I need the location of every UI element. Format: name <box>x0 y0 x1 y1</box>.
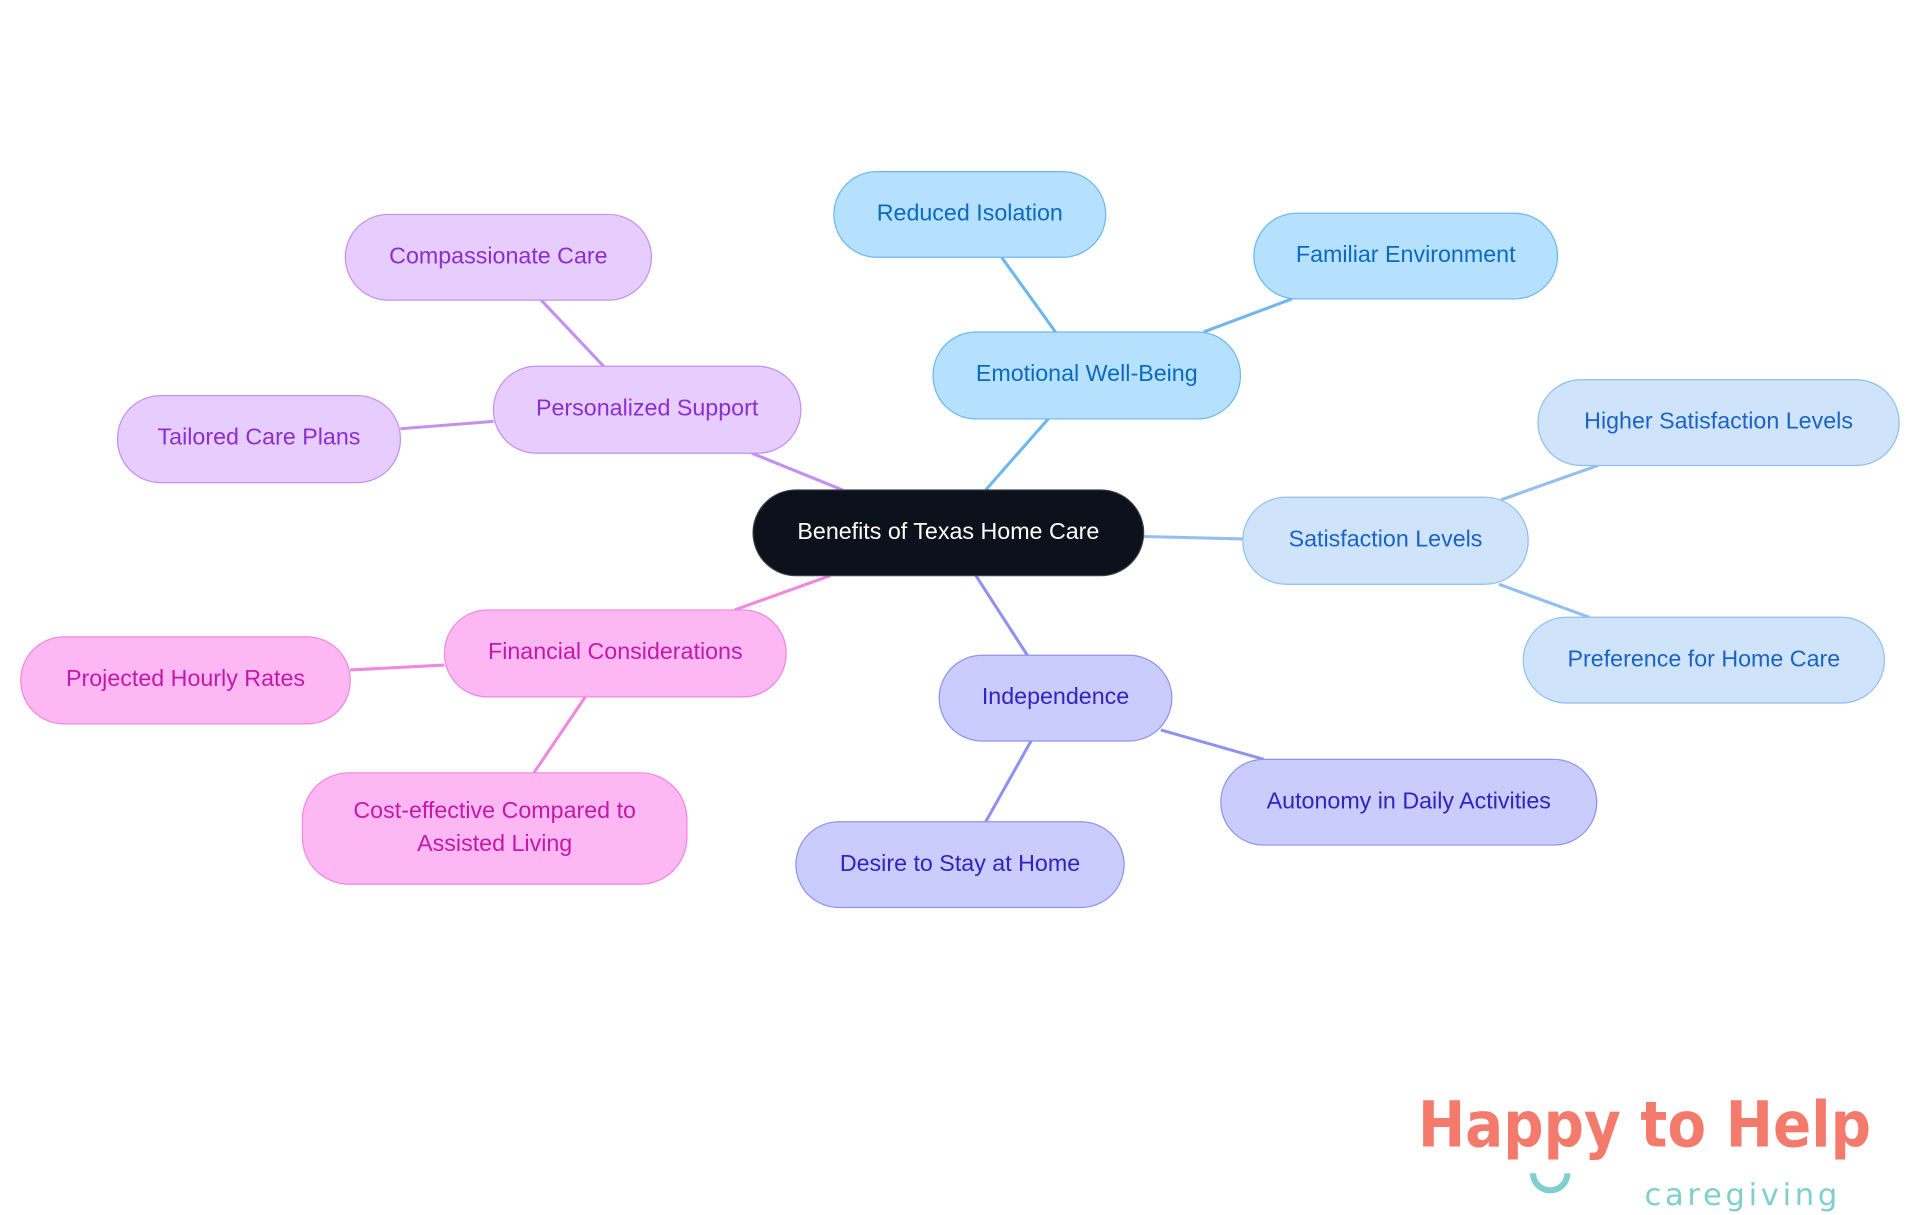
edge-root-financial <box>734 574 831 612</box>
autonomy-label: Autonomy in Daily Activities <box>1267 787 1551 813</box>
node-emotional-well-being[interactable] <box>932 331 1242 420</box>
tailored-care-plans-label: Tailored Care Plans <box>158 424 361 450</box>
preference-home-care-label: Preference for Home Care <box>1568 645 1841 671</box>
edge-root-emotional <box>984 417 1050 491</box>
node-compassionate-care[interactable] <box>344 213 653 301</box>
node-higher-satisfaction-levels[interactable] <box>1537 379 1900 467</box>
node-projected-hourly-rates[interactable] <box>20 636 351 725</box>
edge-independence-autonomy <box>1160 728 1265 761</box>
company-logo: Happy to Help caregiving <box>1418 1088 1871 1213</box>
edge-root-personalized <box>751 451 844 492</box>
higher-satisfaction-label: Higher Satisfaction Levels <box>1584 408 1853 434</box>
cost-effective-label-line1: Cost-effective Compared to <box>353 797 636 823</box>
node-tailored-care-plans[interactable] <box>116 395 402 484</box>
node-satisfaction-levels[interactable] <box>1242 496 1529 585</box>
desire-stay-home-label: Desire to Stay at Home <box>840 850 1080 876</box>
node-desire-stay-at-home[interactable] <box>795 821 1125 909</box>
logo-subtext: caregiving <box>1644 1178 1840 1213</box>
edge-satisfaction-higher <box>1500 464 1599 502</box>
independence-label: Independence <box>982 683 1129 709</box>
node-independence[interactable] <box>938 654 1173 742</box>
personalized-support-label: Personalized Support <box>536 394 759 420</box>
compassionate-care-label: Compassionate Care <box>389 242 607 268</box>
reduced-isolation-label: Reduced Isolation <box>877 200 1063 226</box>
edge-financial-cost <box>532 696 587 774</box>
cost-effective-label-line2: Assisted Living <box>417 830 572 856</box>
edge-personalized-compassionate <box>540 299 605 368</box>
root-label: Benefits of Texas Home Care <box>797 518 1099 544</box>
edge-satisfaction-preference <box>1498 582 1590 619</box>
node-personalized-support[interactable] <box>492 365 802 454</box>
projected-hourly-rates-label: Projected Hourly Rates <box>66 665 305 691</box>
smile-icon <box>1530 1172 1571 1194</box>
satisfaction-levels-label: Satisfaction Levels <box>1289 525 1483 551</box>
edge-personalized-tailored <box>400 419 494 431</box>
node-autonomy-daily-activities[interactable] <box>1220 758 1598 846</box>
node-preference-for-home-care[interactable] <box>1522 616 1886 704</box>
edge-emotional-reduced <box>1000 256 1057 333</box>
node-reduced-isolation[interactable] <box>833 170 1107 258</box>
node-familiar-environment[interactable] <box>1253 212 1559 300</box>
edges <box>350 256 1599 823</box>
node-cost-effective[interactable] <box>301 772 688 885</box>
edge-root-satisfaction <box>1143 534 1243 541</box>
edge-independence-desire <box>984 740 1033 823</box>
edge-emotional-familiar <box>1203 297 1293 334</box>
familiar-environment-label: Familiar Environment <box>1296 241 1516 267</box>
root-node[interactable]: Benefits of Texas Home Care <box>752 489 1145 577</box>
edge-root-independence <box>974 574 1029 657</box>
emotional-well-being-label: Emotional Well-Being <box>976 360 1198 386</box>
logo-text: Happy to Help <box>1418 1088 1871 1162</box>
node-financial-considerations[interactable] <box>443 609 787 698</box>
financial-considerations-label: Financial Considerations <box>488 638 743 664</box>
edge-financial-projected <box>350 663 445 672</box>
